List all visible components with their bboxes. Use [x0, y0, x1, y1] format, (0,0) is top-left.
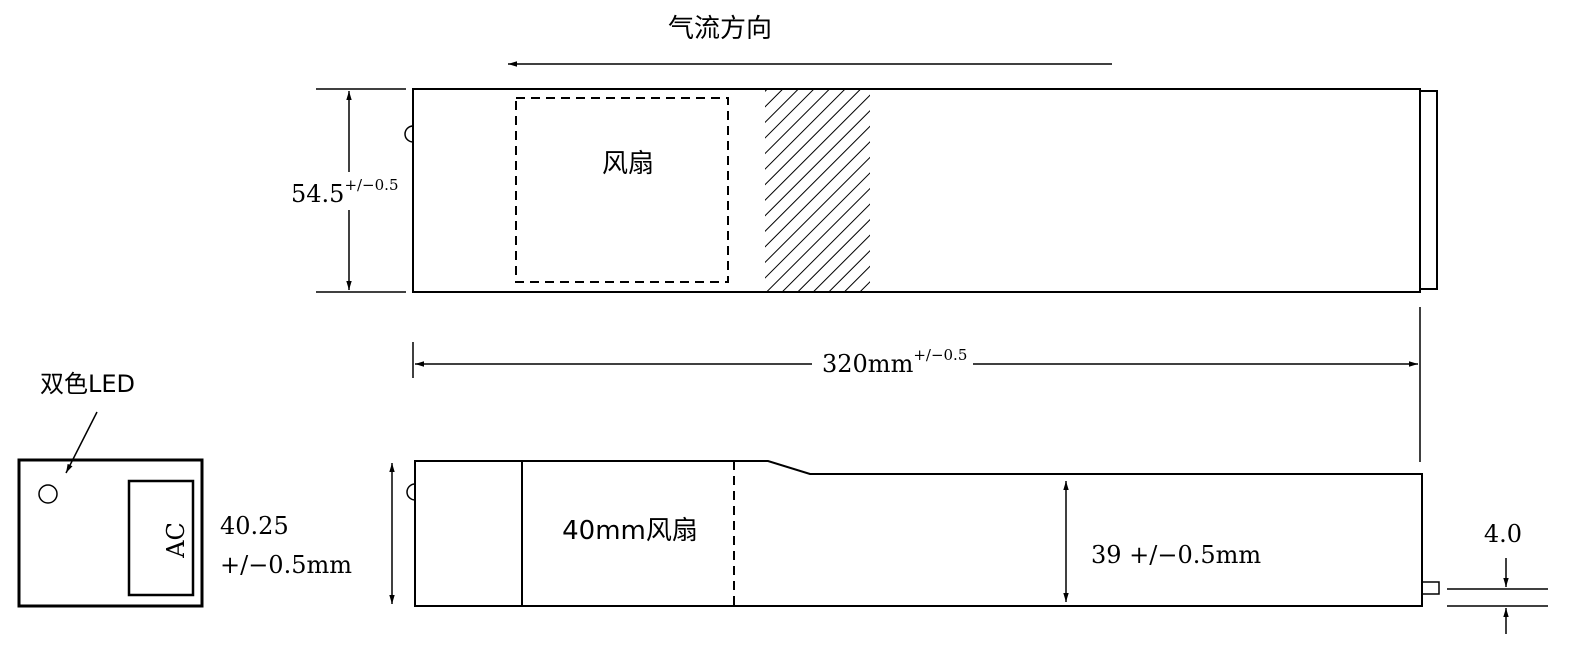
top-view-rear-cap [1419, 90, 1438, 290]
front-view: 双色LED AC 40.25 +/−0.5mm [17, 370, 352, 608]
ac-connector [127, 479, 195, 597]
bicolor-led [38, 484, 58, 504]
length-dimension: 320mm+/−0.5 [412, 307, 1421, 462]
side-rear-pin [1421, 581, 1440, 595]
front-view-body [17, 458, 204, 608]
front-height-line1: 40.25 [220, 512, 289, 540]
top-view-fan-label: 风扇 [602, 149, 654, 179]
side-view: 40mm风扇 39 +/−0.5mm 4.0 [389, 460, 1548, 634]
top-view-hatched-region [765, 90, 870, 291]
top-view: 风扇 54.5+/−0.5 [291, 88, 1438, 293]
top-view-latch-bump [404, 125, 414, 143]
side-view-latch-bump [406, 483, 416, 501]
ac-connector-label: AC [162, 522, 190, 559]
top-view-fan-outline [515, 97, 729, 283]
side-fan-label: 40mm风扇 [562, 516, 698, 546]
top-view-body [412, 88, 1421, 293]
length-value: 320mm+/−0.5 [822, 346, 967, 378]
front-height-line2: +/−0.5mm [220, 551, 352, 579]
side-view-outline [414, 460, 1423, 607]
led-label: 双色LED [40, 370, 135, 398]
airflow-label: 气流方向 [668, 14, 772, 44]
pin-dimension-value: 4.0 [1484, 520, 1522, 548]
top-height-value: 54.5+/−0.5 [291, 176, 398, 208]
led-leader-arrow [65, 411, 98, 474]
airflow-indicator: 气流方向 [508, 14, 1112, 67]
side-height-label: 39 +/−0.5mm [1091, 541, 1261, 569]
